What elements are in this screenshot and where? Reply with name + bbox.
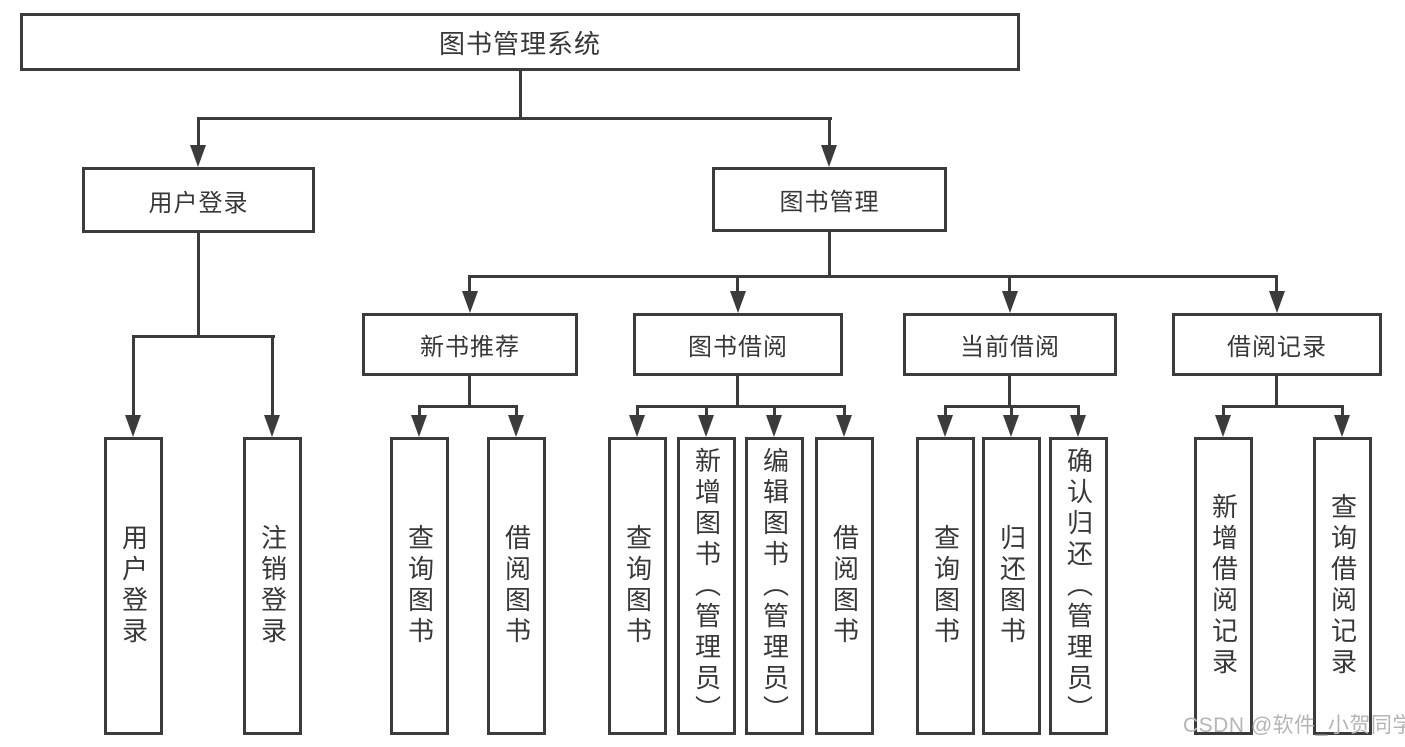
connector-vline bbox=[1008, 275, 1011, 295]
leaf-borrowing-borrow-books: 借阅图书 bbox=[815, 437, 874, 735]
node-user-login: 用户登录 bbox=[82, 167, 315, 233]
connector-vline bbox=[1222, 405, 1225, 419]
connector-vline bbox=[519, 70, 522, 118]
connector-arrowhead bbox=[821, 145, 837, 167]
connector-vline bbox=[271, 335, 274, 419]
connector-vline bbox=[636, 405, 639, 419]
connector-hline bbox=[468, 275, 1278, 278]
connector-hline bbox=[132, 335, 275, 338]
connector-vline bbox=[197, 117, 200, 149]
csdn-watermark: CSDN @软件_小贺同学 bbox=[1183, 714, 1405, 737]
leaf-records-query-record: 查询借阅记录 bbox=[1313, 437, 1372, 735]
connector-arrowhead bbox=[629, 415, 645, 437]
leaf-logout-label: 注销登录 bbox=[257, 524, 288, 648]
connector-arrowhead bbox=[462, 291, 478, 313]
connector-vline bbox=[468, 275, 471, 295]
leaf-logout: 注销登录 bbox=[243, 437, 302, 735]
leaf-borrowing-edit-books-admin: 编辑图书（管理员） bbox=[745, 437, 804, 735]
node-borrowing-records: 借阅记录 bbox=[1172, 313, 1382, 376]
connector-arrowhead bbox=[937, 415, 953, 437]
connector-arrowhead bbox=[1070, 415, 1086, 437]
leaf-recommend-query-books: 查询图书 bbox=[390, 437, 449, 735]
connector-vline bbox=[736, 376, 739, 407]
leaf-records-add-record: 新增借阅记录 bbox=[1194, 437, 1253, 735]
connector-arrowhead bbox=[730, 291, 746, 313]
connector-vline bbox=[468, 376, 471, 407]
connector-vline bbox=[1010, 405, 1013, 419]
node-book-borrowing: 图书借阅 bbox=[633, 313, 843, 376]
leaf-current-return-books: 归还图书 bbox=[982, 437, 1041, 735]
connector-vline bbox=[1077, 405, 1080, 419]
connector-vline bbox=[418, 405, 421, 419]
connector-arrowhead bbox=[1215, 415, 1231, 437]
leaf-user-login-label: 用户登录 bbox=[118, 524, 149, 648]
leaf-current-return-books-label: 归还图书 bbox=[996, 524, 1027, 648]
connector-arrowhead bbox=[125, 415, 141, 437]
node-root-book-management-system: 图书管理系统 bbox=[20, 13, 1020, 71]
connector-vline bbox=[736, 275, 739, 295]
connector-hline bbox=[418, 405, 518, 408]
connector-arrowhead bbox=[411, 415, 427, 437]
node-borrowing-records-label: 借阅记录 bbox=[1227, 334, 1327, 361]
connector-arrowhead bbox=[766, 415, 782, 437]
connector-vline bbox=[828, 117, 831, 149]
leaf-recommend-query-books-label: 查询图书 bbox=[404, 524, 435, 648]
connector-arrowhead bbox=[836, 415, 852, 437]
leaf-records-query-record-label: 查询借阅记录 bbox=[1327, 493, 1358, 679]
node-user-login-label: 用户登录 bbox=[148, 189, 249, 217]
leaf-current-confirm-return-admin: 确认归还（管理员） bbox=[1049, 437, 1108, 735]
node-book-management-label: 图书管理 bbox=[779, 189, 880, 216]
connector-arrowhead bbox=[1003, 415, 1019, 437]
node-current-borrowing-label: 当前借阅 bbox=[960, 334, 1060, 361]
node-book-management: 图书管理 bbox=[712, 167, 947, 232]
leaf-recommend-borrow-books: 借阅图书 bbox=[487, 437, 546, 735]
connector-vline bbox=[515, 405, 518, 419]
connector-vline bbox=[1341, 405, 1344, 419]
connector-vline bbox=[197, 233, 200, 337]
node-book-borrowing-label: 图书借阅 bbox=[688, 334, 788, 361]
node-root-label: 图书管理系统 bbox=[438, 28, 601, 59]
leaf-borrowing-edit-books-admin-label: 编辑图书（管理员） bbox=[759, 446, 790, 726]
leaf-current-query-books: 查询图书 bbox=[916, 437, 975, 735]
connector-vline bbox=[843, 405, 846, 419]
leaf-recommend-borrow-books-label: 借阅图书 bbox=[501, 524, 532, 648]
connector-arrowhead bbox=[1334, 415, 1350, 437]
connector-vline bbox=[1275, 376, 1278, 407]
connector-vline bbox=[828, 232, 831, 277]
leaf-borrowing-add-books-admin-label: 新增图书（管理员） bbox=[691, 446, 722, 726]
leaf-borrowing-query-books-label: 查询图书 bbox=[622, 524, 653, 648]
connector-vline bbox=[1275, 275, 1278, 295]
leaf-current-query-books-label: 查询图书 bbox=[930, 524, 961, 648]
connector-arrowhead bbox=[508, 415, 524, 437]
connector-hline bbox=[1222, 405, 1344, 408]
leaf-borrowing-borrow-books-label: 借阅图书 bbox=[829, 524, 860, 648]
leaf-current-confirm-return-admin-label: 确认归还（管理员） bbox=[1063, 446, 1094, 726]
leaf-borrowing-query-books: 查询图书 bbox=[608, 437, 667, 735]
connector-arrowhead bbox=[1269, 291, 1285, 313]
leaf-records-add-record-label: 新增借阅记录 bbox=[1208, 493, 1239, 679]
connector-vline bbox=[132, 335, 135, 419]
connector-arrowhead bbox=[190, 145, 206, 167]
node-new-book-recommendation-label: 新书推荐 bbox=[420, 334, 520, 361]
connector-vline bbox=[944, 405, 947, 419]
connector-vline bbox=[705, 405, 708, 419]
connector-hline bbox=[197, 117, 832, 120]
connector-vline bbox=[1008, 376, 1011, 407]
connector-vline bbox=[773, 405, 776, 419]
node-new-book-recommendation: 新书推荐 bbox=[362, 313, 578, 376]
connector-arrowhead bbox=[1002, 291, 1018, 313]
leaf-user-login: 用户登录 bbox=[104, 437, 163, 735]
connector-hline bbox=[636, 405, 846, 408]
leaf-borrowing-add-books-admin: 新增图书（管理员） bbox=[677, 437, 736, 735]
node-current-borrowing: 当前借阅 bbox=[903, 313, 1117, 376]
connector-arrowhead bbox=[698, 415, 714, 437]
connector-arrowhead bbox=[264, 415, 280, 437]
